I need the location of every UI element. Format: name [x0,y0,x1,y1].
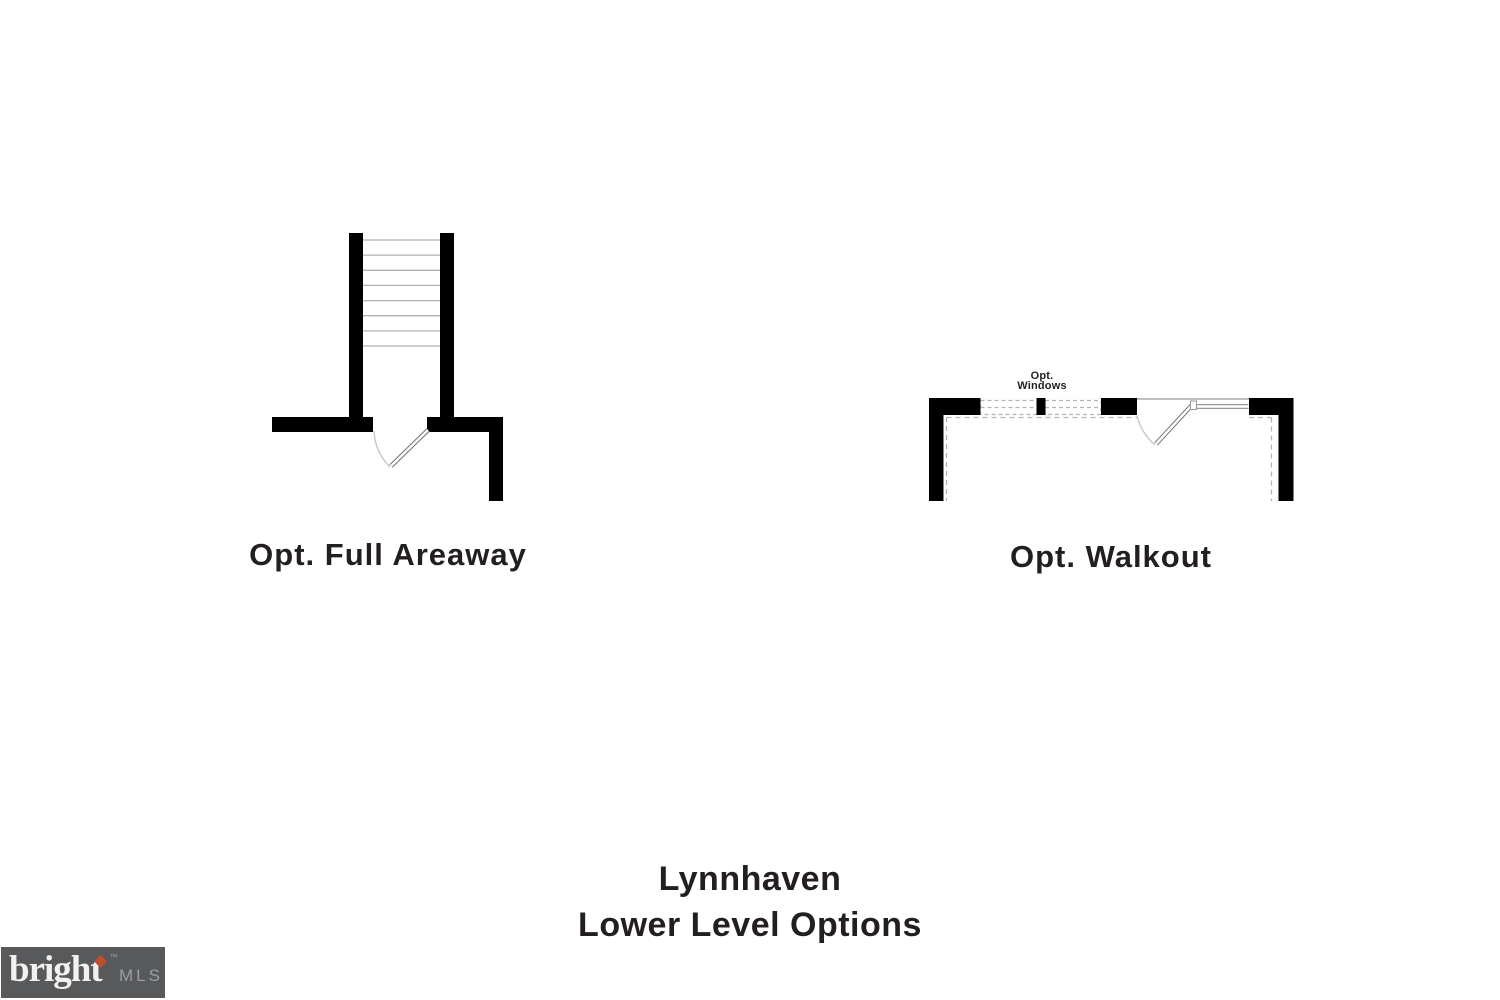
areaway-bottom-wall-right [427,417,503,432]
stair-wall-right [440,233,454,432]
walkout-label: Opt. Walkout [1010,539,1212,574]
walkout-door-swing-arc [1136,415,1156,446]
walkout-door-hinge-jamb [1190,400,1197,410]
stair-wall-left [349,233,363,432]
walkout-wall-mid [1101,398,1137,415]
walkout-door-leaf-inner [1155,404,1193,445]
walkout-window-mullion [1036,398,1046,415]
brightmls-logo: bright ™ MLS [1,947,165,998]
logo-trademark: ™ [109,952,118,962]
opt-windows-label: Opt. Windows [992,370,1092,392]
opt-windows-label-line2: Windows [1017,380,1067,392]
walkout-wall-top-left [929,398,981,415]
walkout-interior-dashed-outline [945,416,1273,501]
plan-title: Lynnhaven Lower Level Options [2,856,1498,948]
walkout-diagram [929,398,1294,501]
stair-treads [363,239,440,347]
areaway-bottom-wall-left [272,417,373,432]
logo-suffix-text: MLS [119,966,163,985]
plan-title-line2: Lower Level Options [578,906,922,944]
areaway-diagram [272,233,503,501]
areaway-label: Opt. Full Areaway [249,537,527,572]
opt-windows-label-line1: Opt. [1030,370,1054,382]
areaway-door-swing-arc [373,430,391,468]
areaway-door-leaf-inner [390,429,429,467]
plan-title-line1: Lynnhaven [658,860,842,898]
walkout-wall-right-vertical [1278,398,1294,501]
walkout-wall-left-vertical [929,398,944,501]
logo-brand-text: bright [9,949,103,990]
areaway-corner-wall [489,417,503,501]
